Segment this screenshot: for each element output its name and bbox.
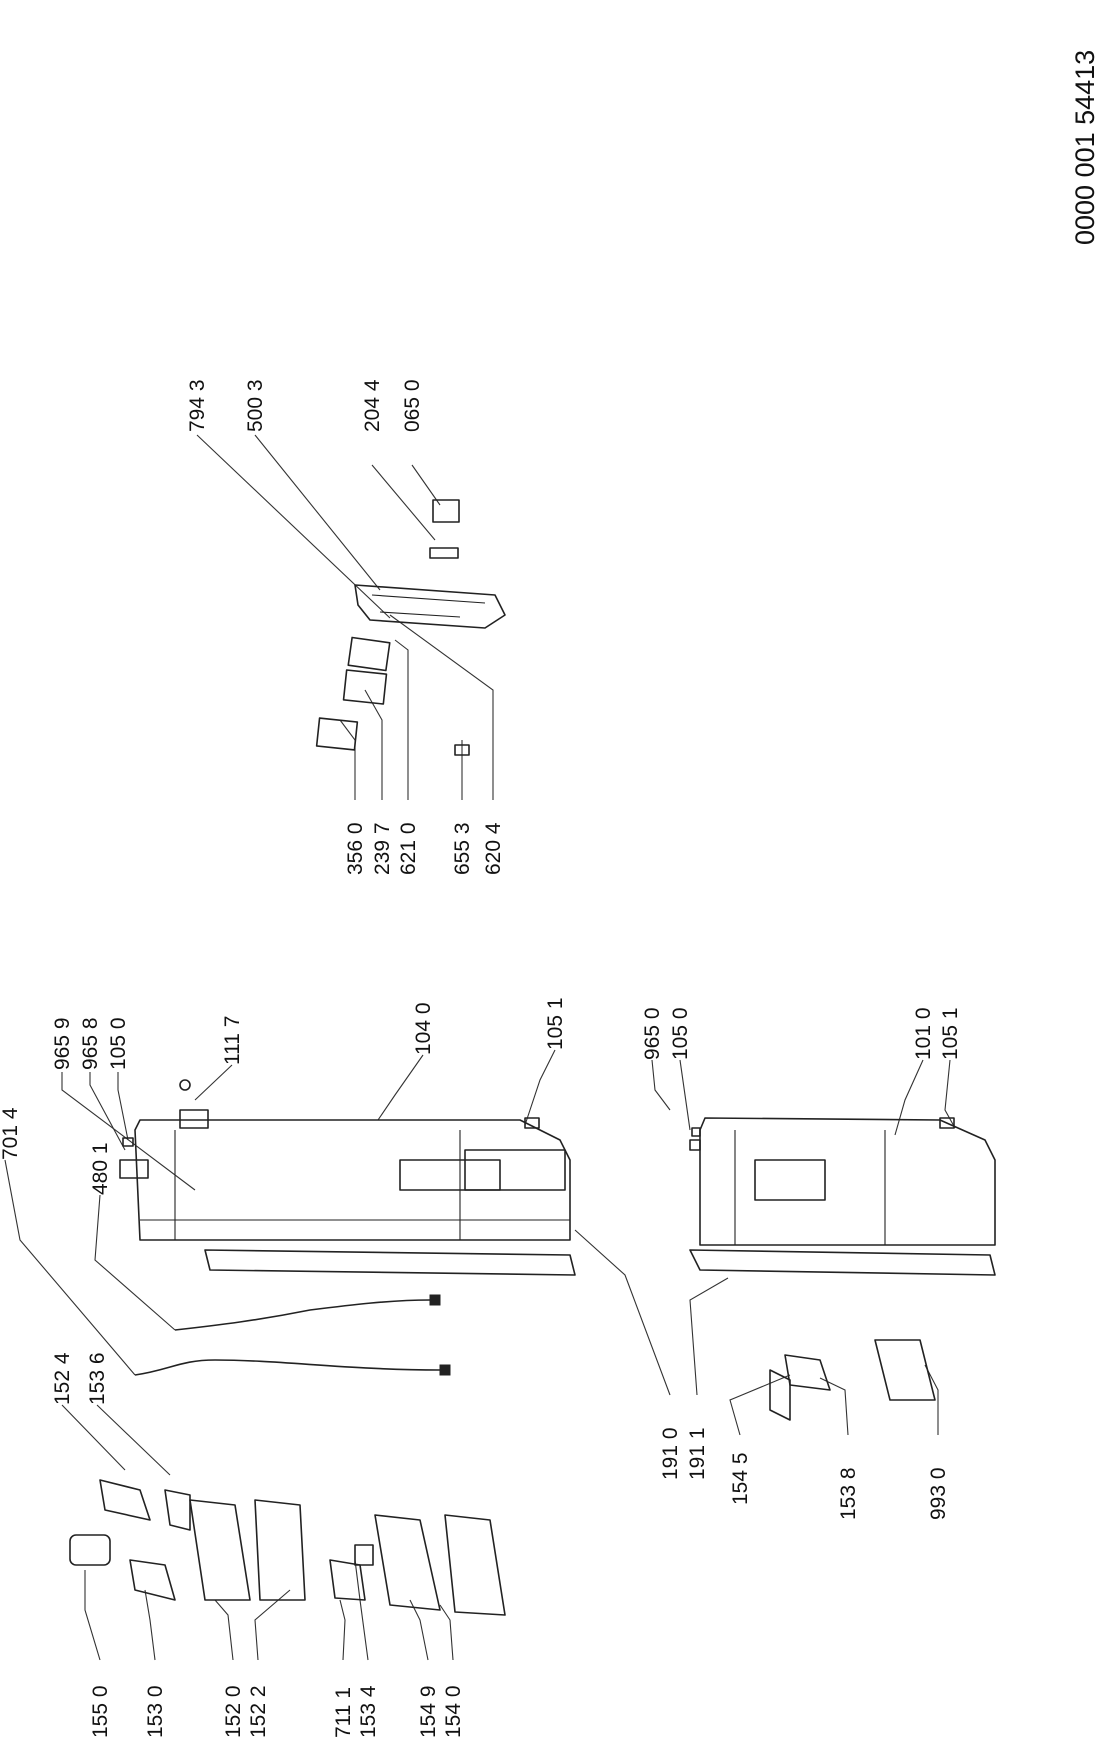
label-621-0: 621 0	[397, 822, 420, 875]
label-105-0-lower: 105 0	[669, 1007, 692, 1060]
label-701-4: 701 4	[0, 1107, 22, 1160]
part-965-9	[119, 1159, 149, 1179]
part-154-0	[444, 1514, 506, 1616]
label-152-2: 152 2	[247, 1685, 270, 1738]
label-065-0: 065 0	[401, 379, 424, 432]
part-154-5	[769, 1369, 791, 1421]
label-152-4: 152 4	[51, 1352, 74, 1405]
label-104-0: 104 0	[412, 1002, 435, 1055]
label-154-9: 154 9	[417, 1685, 440, 1738]
document-number: 0000 001 54413	[1070, 49, 1100, 245]
part-153-6	[164, 1489, 191, 1531]
label-154-5: 154 5	[729, 1452, 752, 1505]
label-993-0: 993 0	[927, 1467, 950, 1520]
part-105-1-lower	[939, 1117, 955, 1129]
part-794-3	[347, 636, 391, 672]
part-105-0-lower	[691, 1127, 701, 1137]
part-154-9	[374, 1514, 441, 1611]
label-204-4: 204 4	[361, 379, 384, 432]
label-153-0: 153 0	[144, 1685, 167, 1738]
part-655-3	[454, 744, 470, 756]
label-152-0: 152 0	[222, 1685, 245, 1738]
part-105-0-upper	[122, 1137, 134, 1147]
part-701-4	[134, 1359, 441, 1376]
part-191-0	[204, 1249, 576, 1276]
part-153-0	[129, 1559, 176, 1601]
part-239-7	[342, 669, 388, 705]
part-153-8	[784, 1354, 831, 1391]
door-bins	[69, 1339, 936, 1616]
lower-door-assembly	[689, 1117, 996, 1276]
part-105-1-upper	[524, 1117, 540, 1129]
label-105-0-upper: 105 0	[107, 1017, 130, 1070]
label-153-4: 153 4	[357, 1685, 380, 1738]
label-105-1-lower: 105 1	[939, 1007, 962, 1060]
wiring	[134, 1294, 451, 1376]
part-155-0	[69, 1534, 111, 1566]
label-480-1: 480 1	[89, 1142, 112, 1195]
part-356-0	[315, 717, 359, 751]
part-065-0	[432, 499, 460, 523]
part-104-0	[134, 1119, 571, 1241]
part-480-1	[179, 1109, 209, 1129]
label-154-0: 154 0	[442, 1685, 465, 1738]
label-111-7: 111 7	[221, 1015, 244, 1065]
label-965-9: 965 9	[51, 1017, 74, 1070]
label-965-8: 965 8	[79, 1017, 102, 1070]
label-655-3: 655 3	[451, 822, 474, 875]
label-620-4: 620 4	[482, 822, 505, 875]
door-handle-recess	[464, 1149, 566, 1191]
part-480-1-wire	[174, 1299, 431, 1331]
part-152-0	[189, 1499, 251, 1601]
lower-door-handle	[754, 1159, 826, 1201]
label-101-0: 101 0	[912, 1007, 935, 1060]
control-panel-parts	[315, 499, 506, 756]
label-356-0: 356 0	[344, 822, 367, 875]
part-153-4	[354, 1544, 374, 1566]
label-191-0: 191 0	[659, 1427, 682, 1480]
part-204-4	[429, 547, 459, 559]
part-152-2	[254, 1499, 306, 1601]
leader-lines	[4, 434, 956, 1661]
label-500-3: 500 3	[244, 379, 267, 432]
part-965-0-lower	[689, 1139, 701, 1151]
label-191-1: 191 1	[686, 1427, 709, 1480]
label-153-6: 153 6	[86, 1352, 109, 1405]
label-239-7: 239 7	[371, 822, 394, 875]
part-111-7	[179, 1079, 191, 1091]
label-794-3: 794 3	[186, 379, 209, 432]
part-152-4	[99, 1479, 151, 1521]
door-display-panel	[399, 1159, 501, 1191]
label-155-0: 155 0	[89, 1685, 112, 1738]
label-711-1: 711 1	[332, 1687, 355, 1738]
label-153-8: 153 8	[837, 1467, 860, 1520]
part-711-1	[329, 1559, 366, 1601]
part-993-0	[874, 1339, 936, 1401]
part-101-0	[699, 1117, 996, 1246]
part-191-1	[689, 1249, 996, 1276]
upper-door-assembly	[119, 1079, 576, 1276]
part-500-3	[354, 584, 506, 629]
label-965-0: 965 0	[641, 1007, 664, 1060]
label-105-1-upper: 105 1	[544, 997, 567, 1050]
